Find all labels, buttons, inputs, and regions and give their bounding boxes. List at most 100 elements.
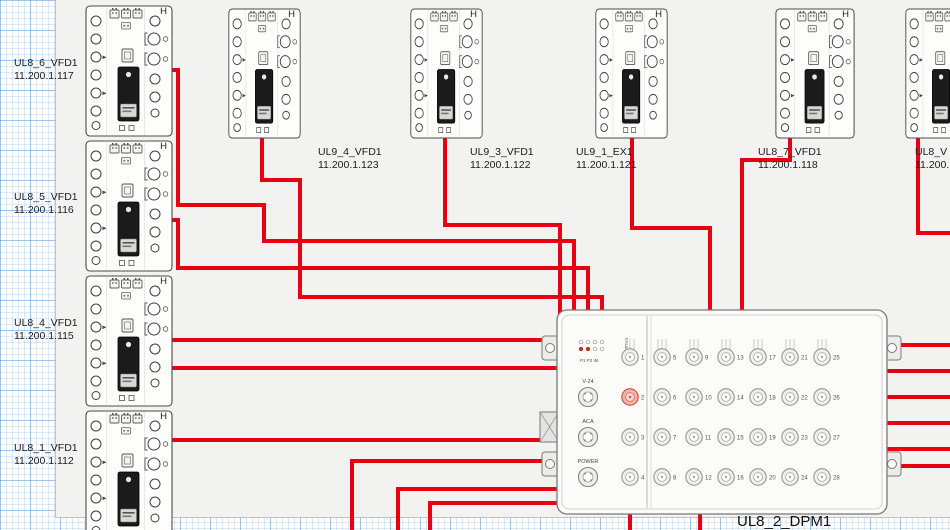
dpm-port-number: 12	[705, 476, 712, 482]
device-ul8_2_dpm1[interactable]: P1 P2 IM FAULT 1234567891011121314151617…	[535, 300, 950, 530]
dpm-port-16[interactable]: 16	[717, 468, 745, 486]
dpm-port-19[interactable]: 19	[749, 428, 777, 446]
vfd-module-drawing	[595, 8, 668, 139]
device-ul9_4_vfd1[interactable]: H	[228, 8, 301, 139]
dpm-screw-hole	[545, 459, 555, 469]
device-name: UL8_5_VFD1	[14, 191, 78, 203]
device-name: UL8_1_VFD1	[14, 442, 78, 454]
dpm-screw-hole	[887, 459, 897, 469]
dpm-port-number: 24	[801, 476, 808, 482]
device-ul8_1_vfd1[interactable]: H	[85, 410, 173, 530]
dpm-port-20[interactable]: 20	[749, 468, 777, 486]
device-name: UL9_4_VFD1	[318, 146, 382, 158]
dpm-port-number: 19	[769, 436, 776, 442]
dpm-port-number: 14	[737, 396, 744, 402]
dpm-port-v-24[interactable]: V-24	[577, 379, 599, 408]
device-ip: 11.200.1.118	[758, 159, 818, 171]
dpm-port-21[interactable]: 21	[781, 348, 809, 366]
device-ul8_7_vfd1[interactable]: H	[775, 8, 855, 139]
side-connector-cross	[539, 411, 560, 443]
dpm-port-22[interactable]: 22	[781, 388, 809, 406]
module-type-label: H	[160, 6, 167, 17]
dpm-port-24[interactable]: 24	[781, 468, 809, 486]
dpm-port-number: 9	[705, 356, 709, 362]
dpm-port-number: 5	[673, 356, 677, 362]
dpm-port-28[interactable]: 28	[813, 468, 841, 486]
dpm-led-cluster	[578, 339, 605, 352]
dpm-port-2[interactable]: 2	[621, 388, 645, 406]
module-type-label: H	[470, 9, 477, 20]
dpm-port-number: 20	[769, 476, 776, 482]
device-ul8_6_vfd1[interactable]: H	[85, 5, 173, 137]
dpm-port-5[interactable]: 5	[653, 348, 677, 366]
cable[interactable]	[396, 487, 562, 530]
device-ul9_1_ex1[interactable]: H	[595, 8, 668, 139]
dpm-port-label: V-24	[582, 379, 593, 385]
dpm-port-3[interactable]: 3	[621, 428, 645, 446]
dpm-port-9[interactable]: 9	[685, 348, 709, 366]
label-device-ul9_3_vfd1: UL9_3_VFD1 11.200.1.122	[470, 146, 534, 172]
device-ul9_3_vfd1[interactable]: H	[410, 8, 483, 139]
dpm-screw-hole	[887, 343, 897, 353]
device-ip: 11.200.1.121	[576, 159, 637, 171]
dpm-port-18[interactable]: 18	[749, 388, 777, 406]
dpm-port-26[interactable]: 26	[813, 388, 841, 406]
vfd-module-drawing	[228, 8, 301, 139]
label-device-ul9_1_ex1: UL9_1_EX1 11.200.1.121	[576, 146, 637, 172]
vfd-module-drawing	[905, 8, 950, 139]
dpm-port-13[interactable]: 13	[717, 348, 745, 366]
dpm-port-number: 18	[769, 396, 776, 402]
dpm-port-12[interactable]: 12	[685, 468, 713, 486]
dpm-port-15[interactable]: 15	[717, 428, 745, 446]
cable[interactable]	[168, 218, 590, 316]
device-name: UL8_6_VFD1	[14, 57, 78, 69]
dpm-port-11[interactable]: 11	[685, 428, 712, 446]
dpm-port-23[interactable]: 23	[781, 428, 809, 446]
cable[interactable]	[260, 138, 604, 316]
label-device-ul9_4_vfd1: UL9_4_VFD1 11.200.1.123	[318, 146, 382, 172]
dpm-port-number: 22	[801, 396, 808, 402]
dpm-port-1[interactable]: 1	[621, 348, 645, 366]
device-ul8_4_vfd1[interactable]: H	[85, 275, 173, 407]
label-device-ul8_4_vfd1: UL8_4_VFD1 11.200.1.115	[14, 317, 78, 343]
vfd-module-drawing	[85, 275, 173, 407]
dpm-port-number: 4	[641, 476, 645, 482]
dpm-port-27[interactable]: 27	[813, 428, 841, 446]
device-ip: 11.200.	[915, 159, 950, 171]
module-type-label: H	[160, 276, 167, 287]
cable[interactable]	[740, 138, 792, 316]
device-name: UL8_V	[915, 146, 948, 158]
dpm-port-17[interactable]: 17	[749, 348, 777, 366]
device-ul8_5_vfd1[interactable]: H	[85, 140, 173, 272]
dpm-port-number: 7	[673, 436, 677, 442]
dpm-port-14[interactable]: 14	[717, 388, 745, 406]
cable[interactable]	[428, 501, 560, 530]
dpm-port-8[interactable]: 8	[653, 468, 677, 486]
dpm-port-aca[interactable]: ACA	[577, 419, 599, 448]
cable[interactable]	[443, 138, 562, 316]
label-device-ul8_5_vfd1: UL8_5_VFD1 11.200.1.116	[14, 191, 78, 217]
device-ul8_v-partial[interactable]	[905, 8, 950, 139]
device-ip: 11.200.1.123	[318, 159, 379, 171]
vfd-module-drawing	[85, 140, 173, 272]
cable[interactable]	[916, 138, 950, 235]
cable[interactable]	[350, 459, 562, 530]
module-type-label: H	[288, 9, 295, 20]
dpm-screw-hole	[545, 343, 555, 353]
cable[interactable]	[630, 138, 712, 316]
dpm-port-number: 27	[833, 436, 840, 442]
dpm-port-power[interactable]: POWER	[578, 459, 599, 488]
cable[interactable]	[168, 68, 576, 316]
dpm-port-number: 1	[641, 356, 645, 362]
dpm-port-25[interactable]: 25	[813, 348, 841, 366]
device-name: UL9_3_VFD1	[470, 146, 534, 158]
device-ip: 11.200.1.116	[14, 204, 74, 216]
dpm-port-4[interactable]: 4	[621, 468, 645, 486]
dpm-port-6[interactable]: 6	[653, 388, 677, 406]
dpm-port-7[interactable]: 7	[653, 428, 677, 446]
dpm-port-10[interactable]: 10	[685, 388, 713, 406]
label-device-ul8_1_vfd1: UL8_1_VFD1 11.200.1.112	[14, 442, 78, 468]
dpm-port-number: 26	[833, 396, 840, 402]
